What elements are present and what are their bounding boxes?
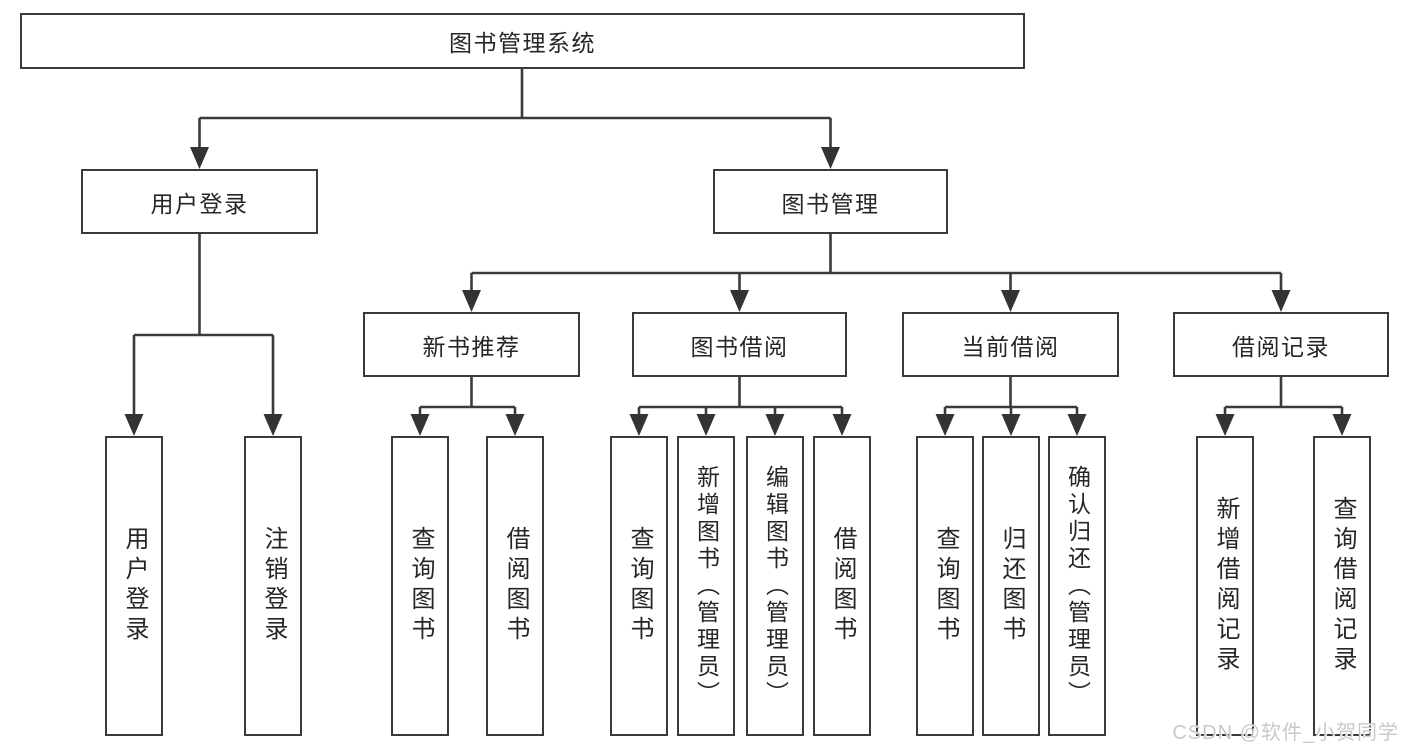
arrowheads	[124, 147, 1352, 436]
node-root: 图书管理系统	[20, 13, 1025, 69]
node-book-management-label: 图书管理	[781, 190, 880, 217]
leaf-borrow-book-recommend: 借阅图书	[486, 436, 544, 736]
leaf-add-borrow-record: 新增借阅记录	[1196, 436, 1254, 736]
leaf-borrow-book-label: 借阅图书	[829, 526, 856, 646]
csdn-watermark: CSDN @软件_小贺同学	[1172, 722, 1399, 744]
node-current-borrow-label: 当前借阅	[961, 333, 1060, 360]
leaf-return-book-label: 归还图书	[998, 526, 1025, 646]
node-book-borrow: 图书借阅	[632, 312, 847, 377]
leaf-query-book-current: 查询图书	[916, 436, 974, 736]
leaf-user-login-label: 用户登录	[121, 526, 148, 646]
leaf-logout: 注销登录	[244, 436, 302, 736]
leaf-edit-book-admin-label: 编辑图书（管理员）	[762, 464, 789, 708]
leaf-query-book-recommend-label: 查询图书	[407, 526, 434, 646]
leaf-return-book: 归还图书	[982, 436, 1040, 736]
node-user-login: 用户登录	[81, 169, 318, 234]
node-current-borrow: 当前借阅	[902, 312, 1119, 377]
leaf-query-book-current-label: 查询图书	[932, 526, 959, 646]
leaf-query-borrow-record-label: 查询借阅记录	[1329, 496, 1356, 676]
leaf-query-book-borrow: 查询图书	[610, 436, 668, 736]
leaf-logout-label: 注销登录	[260, 526, 287, 646]
leaf-add-book-admin-label: 新增图书（管理员）	[693, 464, 720, 708]
node-borrow-record: 借阅记录	[1173, 312, 1389, 377]
leaf-edit-book-admin: 编辑图书（管理员）	[746, 436, 804, 736]
leaf-query-book-borrow-label: 查询图书	[626, 526, 653, 646]
node-user-login-label: 用户登录	[150, 190, 249, 217]
leaf-query-borrow-record: 查询借阅记录	[1313, 436, 1371, 736]
node-book-borrow-label: 图书借阅	[690, 333, 789, 360]
leaf-confirm-return-admin-label: 确认归还（管理员）	[1064, 464, 1091, 708]
leaf-user-login: 用户登录	[105, 436, 163, 736]
node-borrow-record-label: 借阅记录	[1232, 333, 1330, 360]
node-book-management: 图书管理	[713, 169, 948, 234]
leaf-confirm-return-admin: 确认归还（管理员）	[1048, 436, 1106, 736]
node-root-label: 图书管理系统	[449, 30, 596, 56]
node-new-book-recommend-label: 新书推荐	[422, 333, 521, 360]
leaf-query-book-recommend: 查询图书	[391, 436, 449, 736]
leaf-add-book-admin: 新增图书（管理员）	[677, 436, 735, 736]
leaf-borrow-book: 借阅图书	[813, 436, 871, 736]
leaf-borrow-book-recommend-label: 借阅图书	[502, 526, 529, 646]
node-new-book-recommend: 新书推荐	[363, 312, 580, 377]
leaf-add-borrow-record-label: 新增借阅记录	[1212, 496, 1239, 676]
